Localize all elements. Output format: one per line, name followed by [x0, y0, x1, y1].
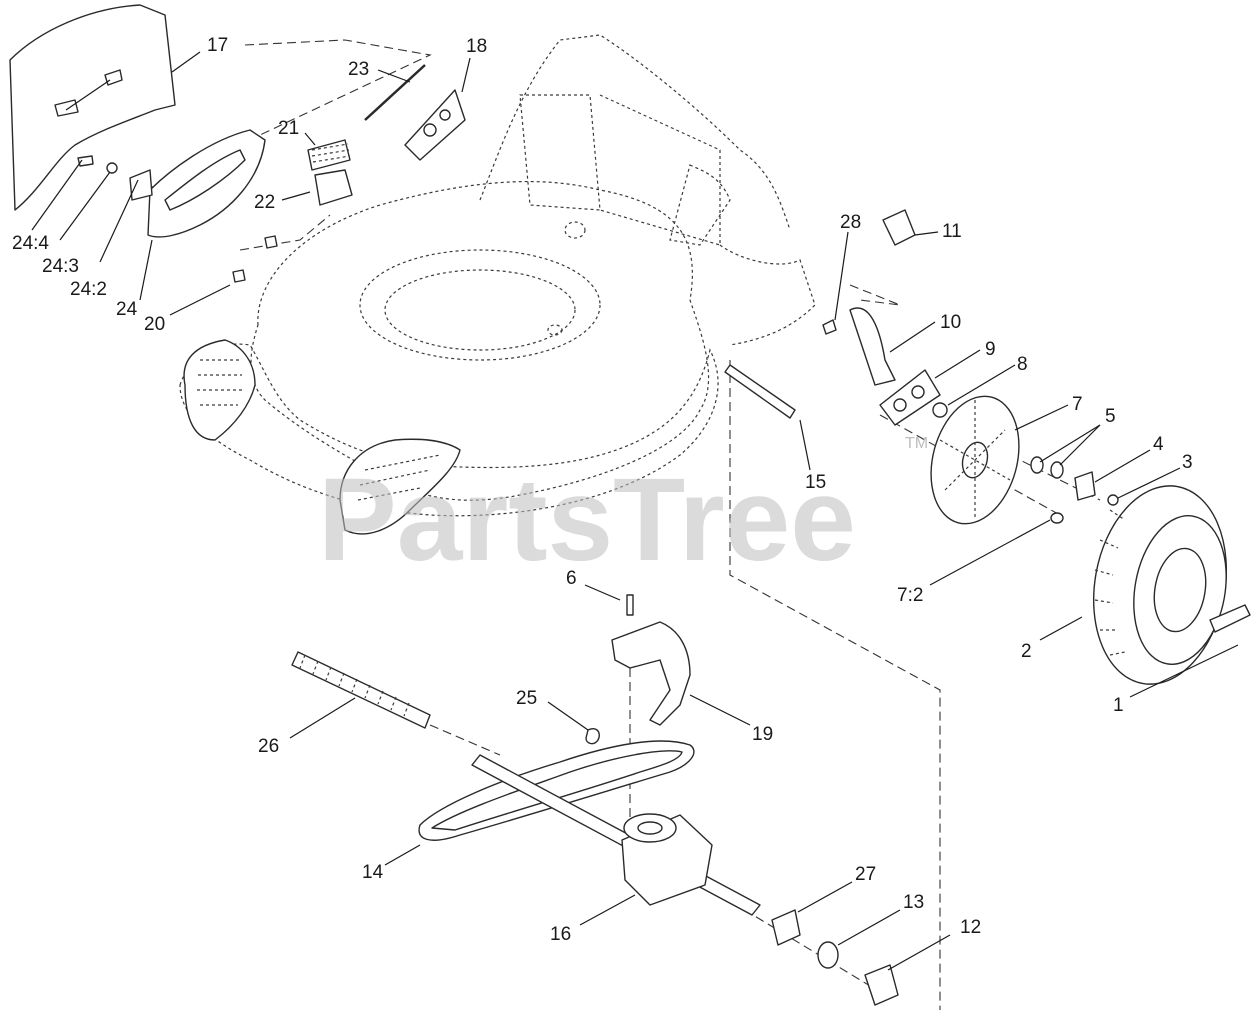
- clip-11: [882, 209, 916, 246]
- callout-3: 3: [1182, 452, 1193, 473]
- washers-5: [1030, 456, 1064, 479]
- callout-14: 14: [362, 862, 384, 883]
- wheel-hub: [930, 395, 1020, 525]
- callout-20: 20: [144, 314, 165, 335]
- plate-9: [879, 369, 941, 426]
- screws-20: [232, 235, 278, 283]
- rear-wheel: [1092, 485, 1228, 685]
- front-bumper: [183, 339, 461, 535]
- watermark-trademark: TM: [905, 435, 928, 452]
- axle-rod: [724, 364, 796, 419]
- pinion-4: [1074, 471, 1096, 501]
- callout-23: 23: [348, 59, 369, 80]
- watermark: PartsTree: [318, 454, 856, 586]
- wheel-bolt: [1209, 604, 1251, 633]
- callout-21: 21: [278, 118, 299, 139]
- callout-22: 22: [254, 192, 275, 213]
- mower-deck: [179, 34, 816, 517]
- washer-7-2: [1050, 512, 1064, 524]
- screw-6: [626, 594, 634, 616]
- callout-16: 16: [550, 924, 571, 945]
- bracket-plate: [404, 89, 466, 161]
- callout-6: 6: [566, 568, 577, 589]
- washer-8: [932, 402, 948, 418]
- callout-10: 10: [940, 312, 961, 333]
- rear-door-bracket: [77, 129, 266, 238]
- callout-11: 11: [942, 221, 962, 242]
- callout-7-2: 7:2: [897, 585, 923, 606]
- callout-8: 8: [1017, 354, 1028, 375]
- callout-26: 26: [258, 736, 279, 757]
- bushing-27: [771, 909, 801, 946]
- leader-lines: [31, 51, 1239, 971]
- callout-7: 7: [1072, 394, 1083, 415]
- callout-12: 12: [960, 917, 981, 938]
- retainer-3: [1107, 494, 1119, 506]
- callout-17: 17: [207, 35, 228, 56]
- spring-assembly: [307, 139, 353, 206]
- clip-25: [585, 728, 600, 745]
- grass-deflector: [9, 4, 176, 211]
- callout-1: 1: [1113, 695, 1124, 716]
- callout-19: 19: [752, 724, 773, 745]
- callout-4: 4: [1153, 434, 1164, 455]
- callout-25: 25: [516, 688, 537, 709]
- drive-bracket: [611, 621, 691, 726]
- cap-12: [864, 964, 899, 1006]
- bearing-13: [817, 941, 839, 969]
- callout-13: 13: [903, 892, 924, 913]
- callout-9: 9: [985, 339, 996, 360]
- screw-28: [822, 319, 837, 335]
- callout-24-2: 24:2: [70, 279, 107, 300]
- callout-28: 28: [840, 212, 861, 233]
- callout-5: 5: [1105, 406, 1116, 427]
- callout-2: 2: [1021, 641, 1032, 662]
- callout-24: 24: [116, 299, 138, 320]
- callout-24-3: 24:3: [42, 256, 79, 277]
- callout-15: 15: [805, 472, 826, 493]
- callout-24-4: 24:4: [12, 233, 49, 254]
- transmission: [621, 813, 713, 906]
- threaded-shaft: [291, 651, 431, 729]
- callout-labels: 17 18 23 21 22 20 24 24:2 24:3 24:4 28 1…: [12, 35, 1193, 945]
- height-bracket: [849, 307, 896, 386]
- callout-27: 27: [855, 864, 876, 885]
- callout-18: 18: [466, 36, 487, 57]
